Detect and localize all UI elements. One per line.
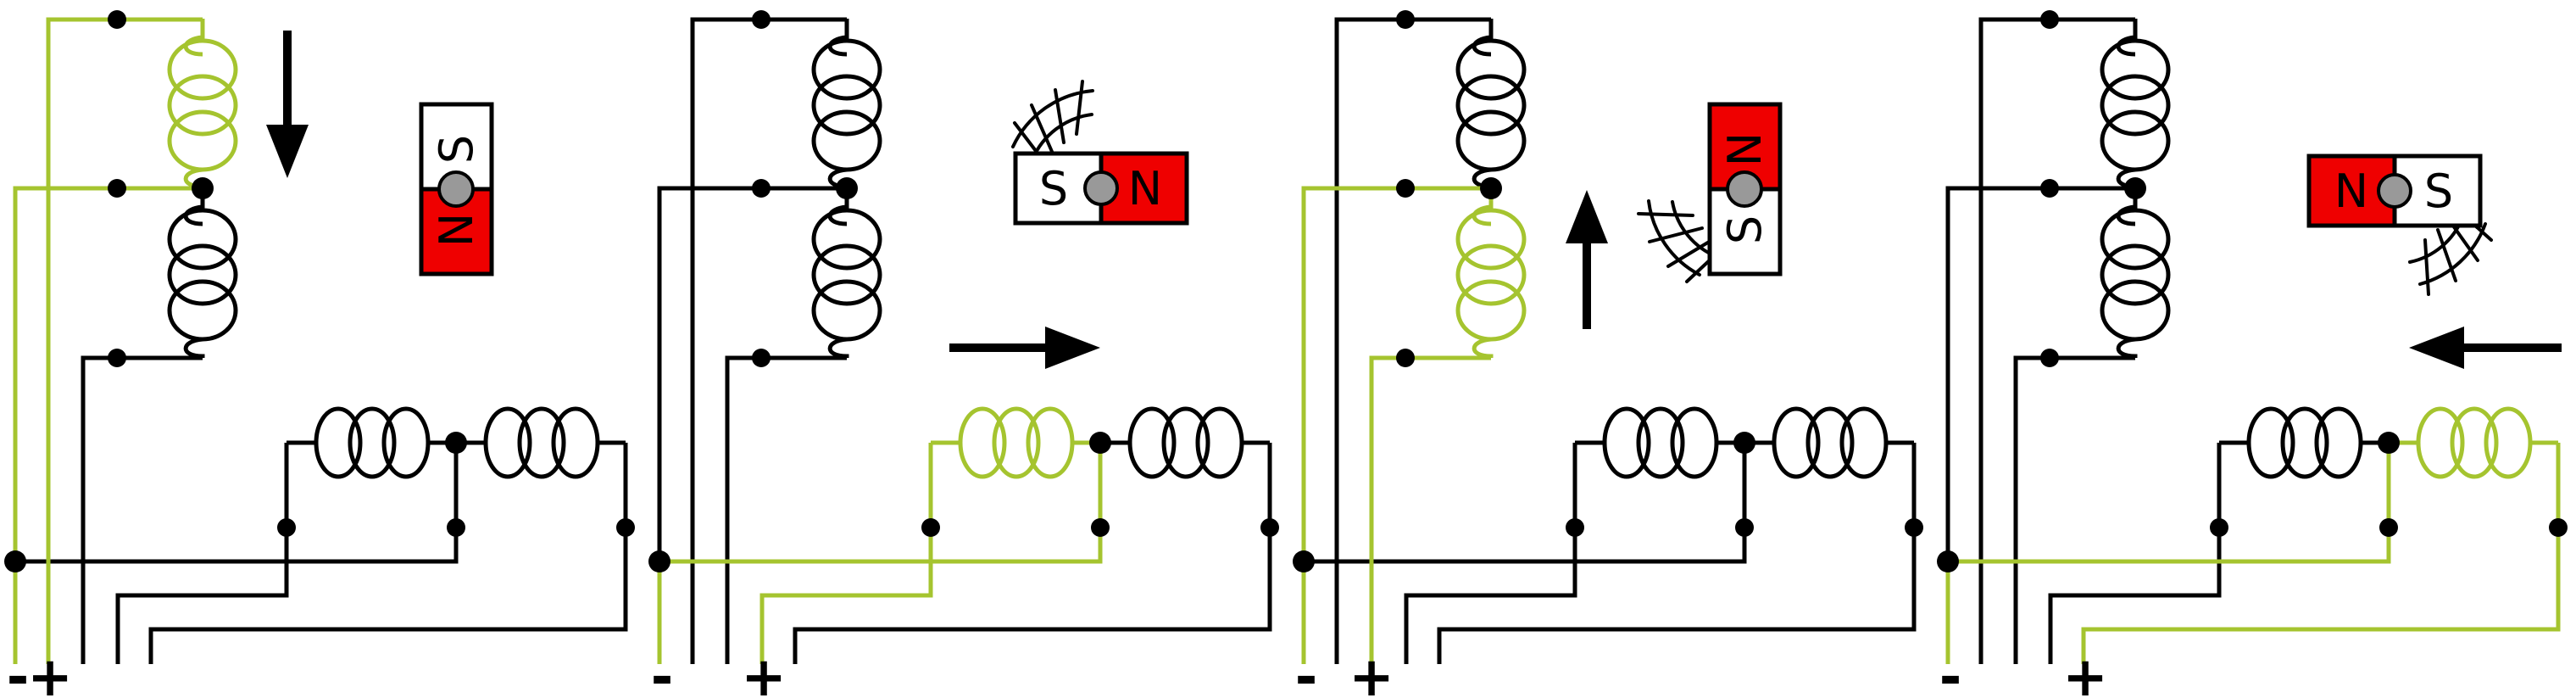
junction-dots: [1293, 10, 1923, 572]
south-pole-label: S: [2424, 165, 2453, 218]
coil-horizontal-right: [1100, 409, 1270, 477]
arrow-left-icon: [2409, 327, 2562, 369]
pivot-icon: [1726, 170, 1763, 208]
coil-horizontal-left: [1575, 409, 1744, 477]
arrow-right-icon: [949, 327, 1100, 369]
north-pole-label: N: [1128, 162, 1162, 215]
pivot-icon: [2377, 173, 2412, 209]
coil-vertical-bottom: [170, 188, 236, 358]
panel-step-4: N S - +: [1937, 10, 2568, 698]
pivot-icon: [1083, 170, 1119, 206]
rotor-magnet: N S: [1707, 102, 1783, 276]
positive-terminal-label: +: [2062, 646, 2108, 698]
coil-horizontal-left: [2219, 409, 2389, 477]
coil-vertical-top: [814, 19, 880, 188]
rotor-magnet: S N: [419, 102, 494, 276]
arrow-down-icon: [266, 31, 309, 178]
phase-wires: [13, 19, 628, 664]
panel-step-2: S N - +: [648, 10, 1279, 698]
positive-terminal-label: +: [1349, 646, 1394, 698]
coil-vertical-bottom: [814, 188, 880, 358]
north-pole-label: N: [1718, 132, 1772, 166]
pivot-icon: [437, 170, 475, 208]
panel-step-1: S N - +: [4, 10, 635, 698]
negative-terminal-label: -: [1939, 646, 1962, 698]
north-pole-label: N: [2334, 165, 2368, 218]
arrow-up-icon: [1566, 190, 1608, 329]
junction-dots: [4, 10, 635, 572]
coil-vertical-bottom: [2102, 188, 2168, 358]
coil-vertical-top: [1458, 19, 1524, 188]
positive-terminal-label: +: [741, 646, 787, 698]
junction-dots: [1937, 10, 2568, 572]
south-pole-label: S: [1718, 215, 1772, 244]
coil-horizontal-left: [287, 409, 456, 477]
junction-dots: [648, 10, 1279, 572]
negative-terminal-label: -: [1295, 646, 1318, 698]
north-pole-label: N: [430, 213, 483, 247]
coil-vertical-bottom-energized: [1458, 188, 1524, 358]
coil-vertical-top-energized: [170, 19, 236, 188]
coil-horizontal-right: [1744, 409, 1914, 477]
negative-terminal-label: -: [7, 646, 30, 698]
rotor-magnet: N S: [2306, 154, 2483, 228]
positive-terminal-label: +: [27, 646, 73, 698]
south-pole-label: S: [430, 135, 483, 164]
phase-wires: [1301, 19, 1917, 664]
coil-horizontal-right-energized: [2389, 409, 2558, 477]
negative-terminal-label: -: [651, 646, 674, 698]
coil-horizontal-left-energized: [931, 409, 1100, 477]
south-pole-label: S: [1039, 162, 1068, 215]
coil-horizontal-right: [456, 409, 626, 477]
phase-wires: [657, 19, 1272, 664]
rotor-magnet: S N: [1013, 151, 1189, 226]
coil-vertical-top: [2102, 19, 2168, 188]
panel-step-3: N S - +: [1293, 10, 1923, 698]
phase-wires: [1945, 19, 2561, 664]
